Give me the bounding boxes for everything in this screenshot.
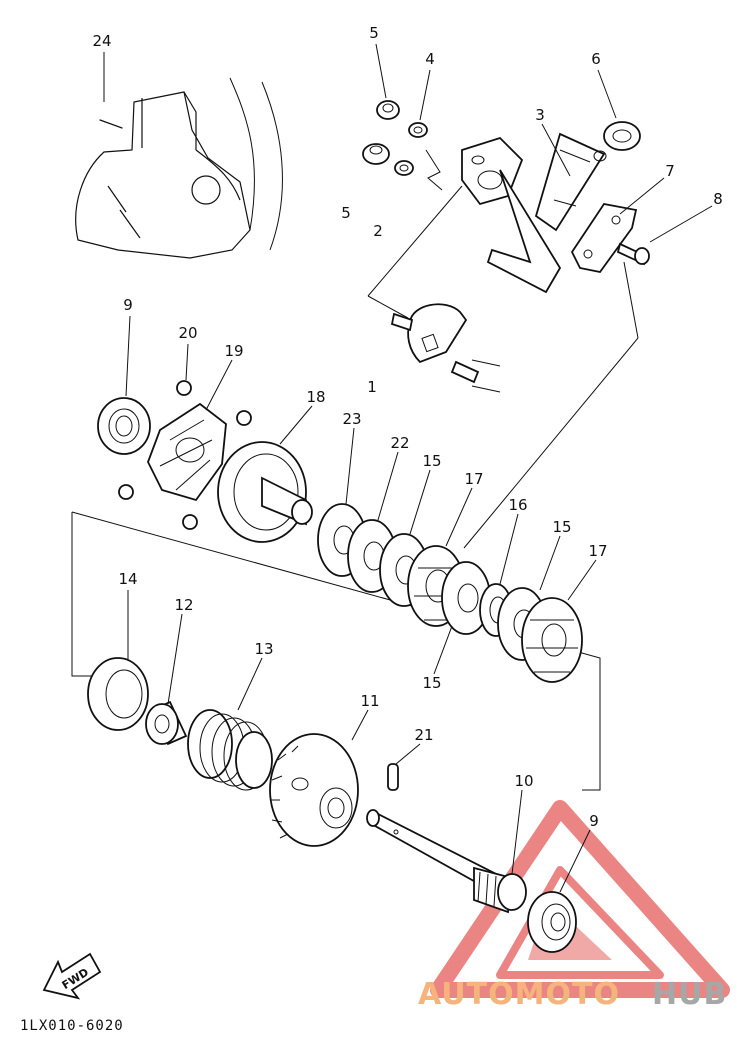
washer-4-part [408, 122, 428, 138]
seal-14-part [87, 657, 149, 731]
nut-5-top-part [376, 100, 400, 120]
dowel-pin-24-part [99, 119, 123, 129]
part-label: 12 [174, 596, 193, 614]
collar-12-part [145, 700, 188, 746]
part-label: 4 [425, 50, 435, 68]
watermark-text: AUTOMOTO HUB [418, 977, 727, 1012]
part-label: 14 [118, 570, 137, 588]
part-label: 15 [422, 452, 441, 470]
part-label: 13 [254, 640, 273, 658]
part-label: 16 [508, 496, 527, 514]
part-label: 18 [306, 388, 325, 406]
label-leaders [103, 43, 713, 893]
gear-11-part [269, 733, 359, 847]
ratchet-19-part [147, 402, 227, 502]
part-label: 22 [390, 434, 409, 452]
part-label: 3 [535, 106, 545, 124]
ratchet-17-b-part [521, 597, 583, 683]
part-label: 15 [422, 674, 441, 692]
part-label: 15 [552, 518, 571, 536]
part-label: 7 [665, 162, 675, 180]
washer-2-part [394, 160, 414, 176]
shaft-10-part [366, 809, 527, 914]
part-label: 17 [464, 470, 483, 488]
part-label: 23 [342, 410, 361, 428]
lever-3-part [461, 132, 607, 294]
plate-7-part [570, 203, 638, 273]
part-label: 5 [369, 24, 379, 42]
break-line [425, 149, 443, 191]
part-label: 6 [591, 50, 601, 68]
balls-20-part [118, 380, 252, 530]
part-label: 11 [360, 692, 379, 710]
bearing-9-left-part [97, 397, 151, 455]
part-labels: 24 5 4 3 6 5 2 7 8 1 9 20 19 18 23 22 15… [92, 24, 722, 830]
part-label: 19 [224, 342, 243, 360]
part-label: 9 [589, 812, 599, 830]
fwd-arrow-icon: FWD [42, 952, 102, 1000]
part-label: 17 [588, 542, 607, 560]
spring-13-part [187, 709, 273, 791]
segment-1-part [390, 303, 501, 393]
part-label: 21 [414, 726, 433, 744]
pin-21-part [387, 763, 399, 791]
nut-5-bottom-part [362, 143, 390, 165]
bearing-9-bottom-part [527, 891, 577, 953]
drawing-code: 1LX010-6020 [20, 1018, 124, 1034]
part-label: 10 [514, 772, 533, 790]
part-label: 2 [373, 222, 383, 240]
part-label: 5 [341, 204, 351, 222]
watermark-part2: HUB [652, 977, 727, 1012]
engine-case-part [75, 77, 283, 259]
leader-lines [71, 185, 639, 791]
part-label: 24 [92, 32, 111, 50]
part-label: 9 [123, 296, 133, 314]
bolt-8-part [616, 242, 650, 266]
part-label: 20 [178, 324, 197, 342]
part-label: 1 [367, 378, 377, 396]
part-label: 8 [713, 190, 723, 208]
gear-18-part [217, 441, 313, 543]
oil-seal-6-part [603, 121, 641, 151]
watermark-part1: AUTOMOTO [418, 977, 620, 1012]
